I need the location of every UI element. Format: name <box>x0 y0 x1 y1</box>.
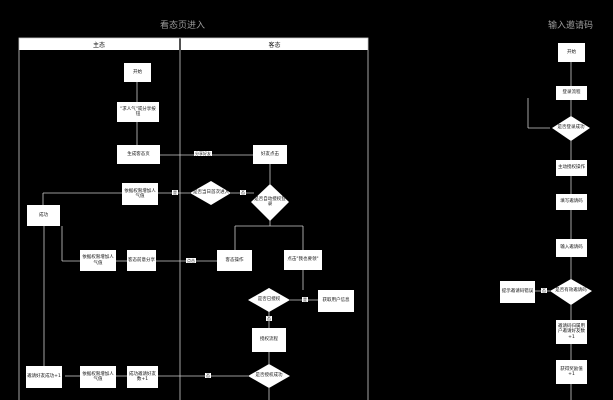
edge-label-no-2: 否 <box>266 316 272 321</box>
node-start-1: 开始 <box>124 63 151 82</box>
left-section-title: 看态页进入 <box>160 21 206 31</box>
node-share-button: "求人气"或分享按钮 <box>117 102 159 122</box>
node-main-operation: 主动授权操作 <box>556 160 587 176</box>
lane-header-guest: 客态 <box>181 38 368 50</box>
edge-label-no-1: 否 <box>240 190 246 195</box>
node-start-2: 开始 <box>558 43 585 62</box>
right-section-title: 输入邀请码 <box>548 21 594 31</box>
edge-label-share-friend: 分享好友 <box>194 151 212 156</box>
edge-label-yes-2: 是 <box>302 297 308 302</box>
node-count-increase: 依据权限增加人气值 <box>80 366 116 388</box>
node-authorize-flow: 授权流程 <box>252 328 286 352</box>
node-get-reward: 获得奖励值+1 <box>556 360 587 384</box>
node-self-increase: 依据权限增加人气值 <box>122 183 158 205</box>
node-get-user-info: 获取用户信息 <box>318 290 354 312</box>
edge-label-no-3: 否 <box>205 373 211 378</box>
node-invite-add: 成功邀请好友数+1 <box>127 366 158 388</box>
node-generate-guest-page: 生成客态页 <box>117 145 160 164</box>
node-enter-code: 填写邀请码 <box>556 194 587 210</box>
node-login-flow: 登录流程 <box>556 86 587 100</box>
node-get-share: 客态前意分享 <box>127 250 156 271</box>
node-success: 成功 <box>27 205 60 226</box>
node-guest-increase: 依据权限增加人气值 <box>80 250 116 271</box>
node-input-code: 输入邀请码 <box>556 239 587 257</box>
lane-header-main: 主态 <box>19 38 179 50</box>
node-tip-invalid: 提示邀请码错误 <box>500 281 535 303</box>
node-invite-count: 邀请好友成功+1 <box>26 366 62 388</box>
node-friend-click: 好友点击 <box>253 145 287 164</box>
node-guest-operation: 客态操作 <box>217 250 252 271</box>
edge-label-yes-1: 是 <box>172 190 178 195</box>
edge-label-no-4: 否 <box>541 288 547 293</box>
edge-label-click: 点击 <box>186 258 196 263</box>
node-click-gift: 点击"我也要领" <box>284 250 322 270</box>
node-code-owner: 邀请码归属用户邀请好友数+1 <box>556 320 587 344</box>
